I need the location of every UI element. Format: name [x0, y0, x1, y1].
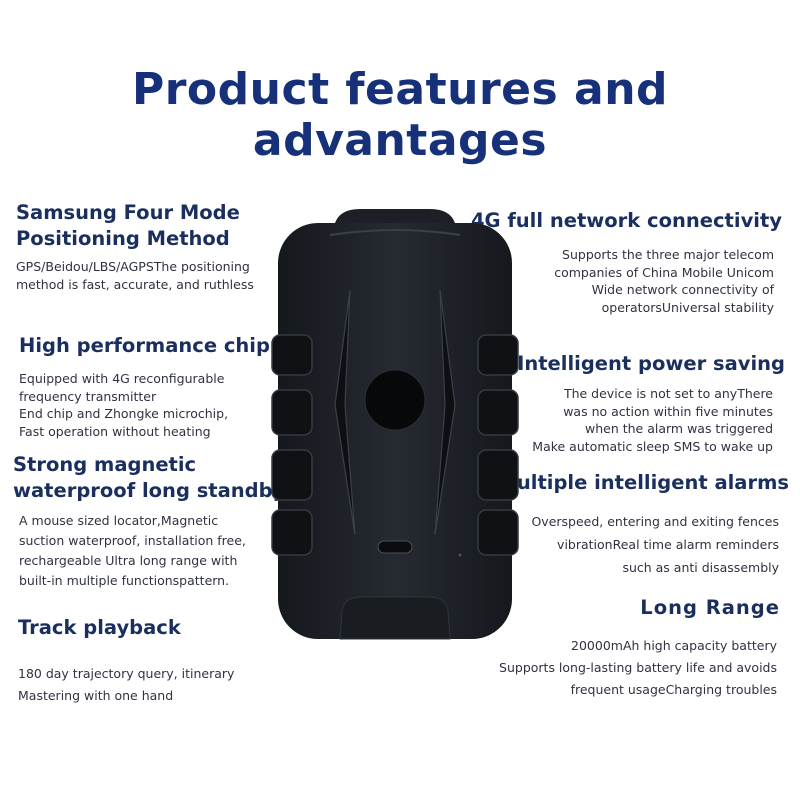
feature-track: Track playback 180 day trajectory query,…: [18, 615, 234, 707]
device-left-bands: [271, 334, 313, 556]
feature-description: Equipped with 4G reconfigurable frequenc…: [19, 371, 229, 439]
feature-positioning: Samsung Four Mode Positioning Method GPS…: [16, 200, 254, 293]
feature-description: 20000mAh high capacity battery Supports …: [499, 638, 777, 697]
page-title: Product features and advantages: [131, 64, 669, 166]
feature-heading: Multiple intelligent alarms: [497, 471, 789, 494]
device-top-bump: [335, 209, 455, 223]
gps-tracker-device-image: [271, 209, 519, 640]
feature-heading: Strong magnetic waterproof long standby: [13, 453, 286, 502]
feature-heading: Samsung Four Mode Positioning Method: [16, 201, 240, 250]
device-right-bands: [477, 334, 519, 556]
feature-heading: High performance chip: [19, 334, 270, 357]
feature-chip: High performance chip Equipped with 4G r…: [19, 333, 270, 440]
feature-power-saving: Intelligent power saving The device is n…: [517, 351, 785, 455]
feature-heading: 4G full network connectivity: [470, 209, 782, 232]
feature-description: The device is not set to anyThere was no…: [532, 386, 773, 454]
device-left-ridge: [334, 289, 356, 536]
feature-description: 180 day trajectory query, itinerary Mast…: [18, 666, 235, 703]
feature-heading: Track playback: [18, 616, 181, 639]
feature-long-range: Long Range 20000mAh high capacity batter…: [499, 595, 780, 701]
feature-description: A mouse sized locator,Magnetic suction w…: [19, 513, 246, 588]
device-indicator-dot: [458, 553, 462, 557]
feature-alarms: Multiple intelligent alarms Overspeed, e…: [497, 470, 789, 579]
feature-description: Supports the three major telecom compani…: [554, 247, 774, 315]
feature-description: Overspeed, entering and exiting fences v…: [531, 514, 779, 575]
device-charging-port: [377, 540, 413, 554]
feature-magnetic: Strong magnetic waterproof long standby …: [13, 452, 285, 591]
device-bottom-bump: [339, 596, 451, 640]
device-body: [278, 223, 512, 639]
feature-description: GPS/Beidou/LBS/AGPSThe positioning metho…: [16, 259, 254, 292]
device-right-ridge: [434, 289, 456, 536]
feature-heading: Long Range: [640, 596, 780, 619]
feature-heading: Intelligent power saving: [517, 352, 785, 375]
feature-4g: 4G full network connectivity Supports th…: [471, 208, 782, 316]
device-center-button: [364, 369, 426, 431]
